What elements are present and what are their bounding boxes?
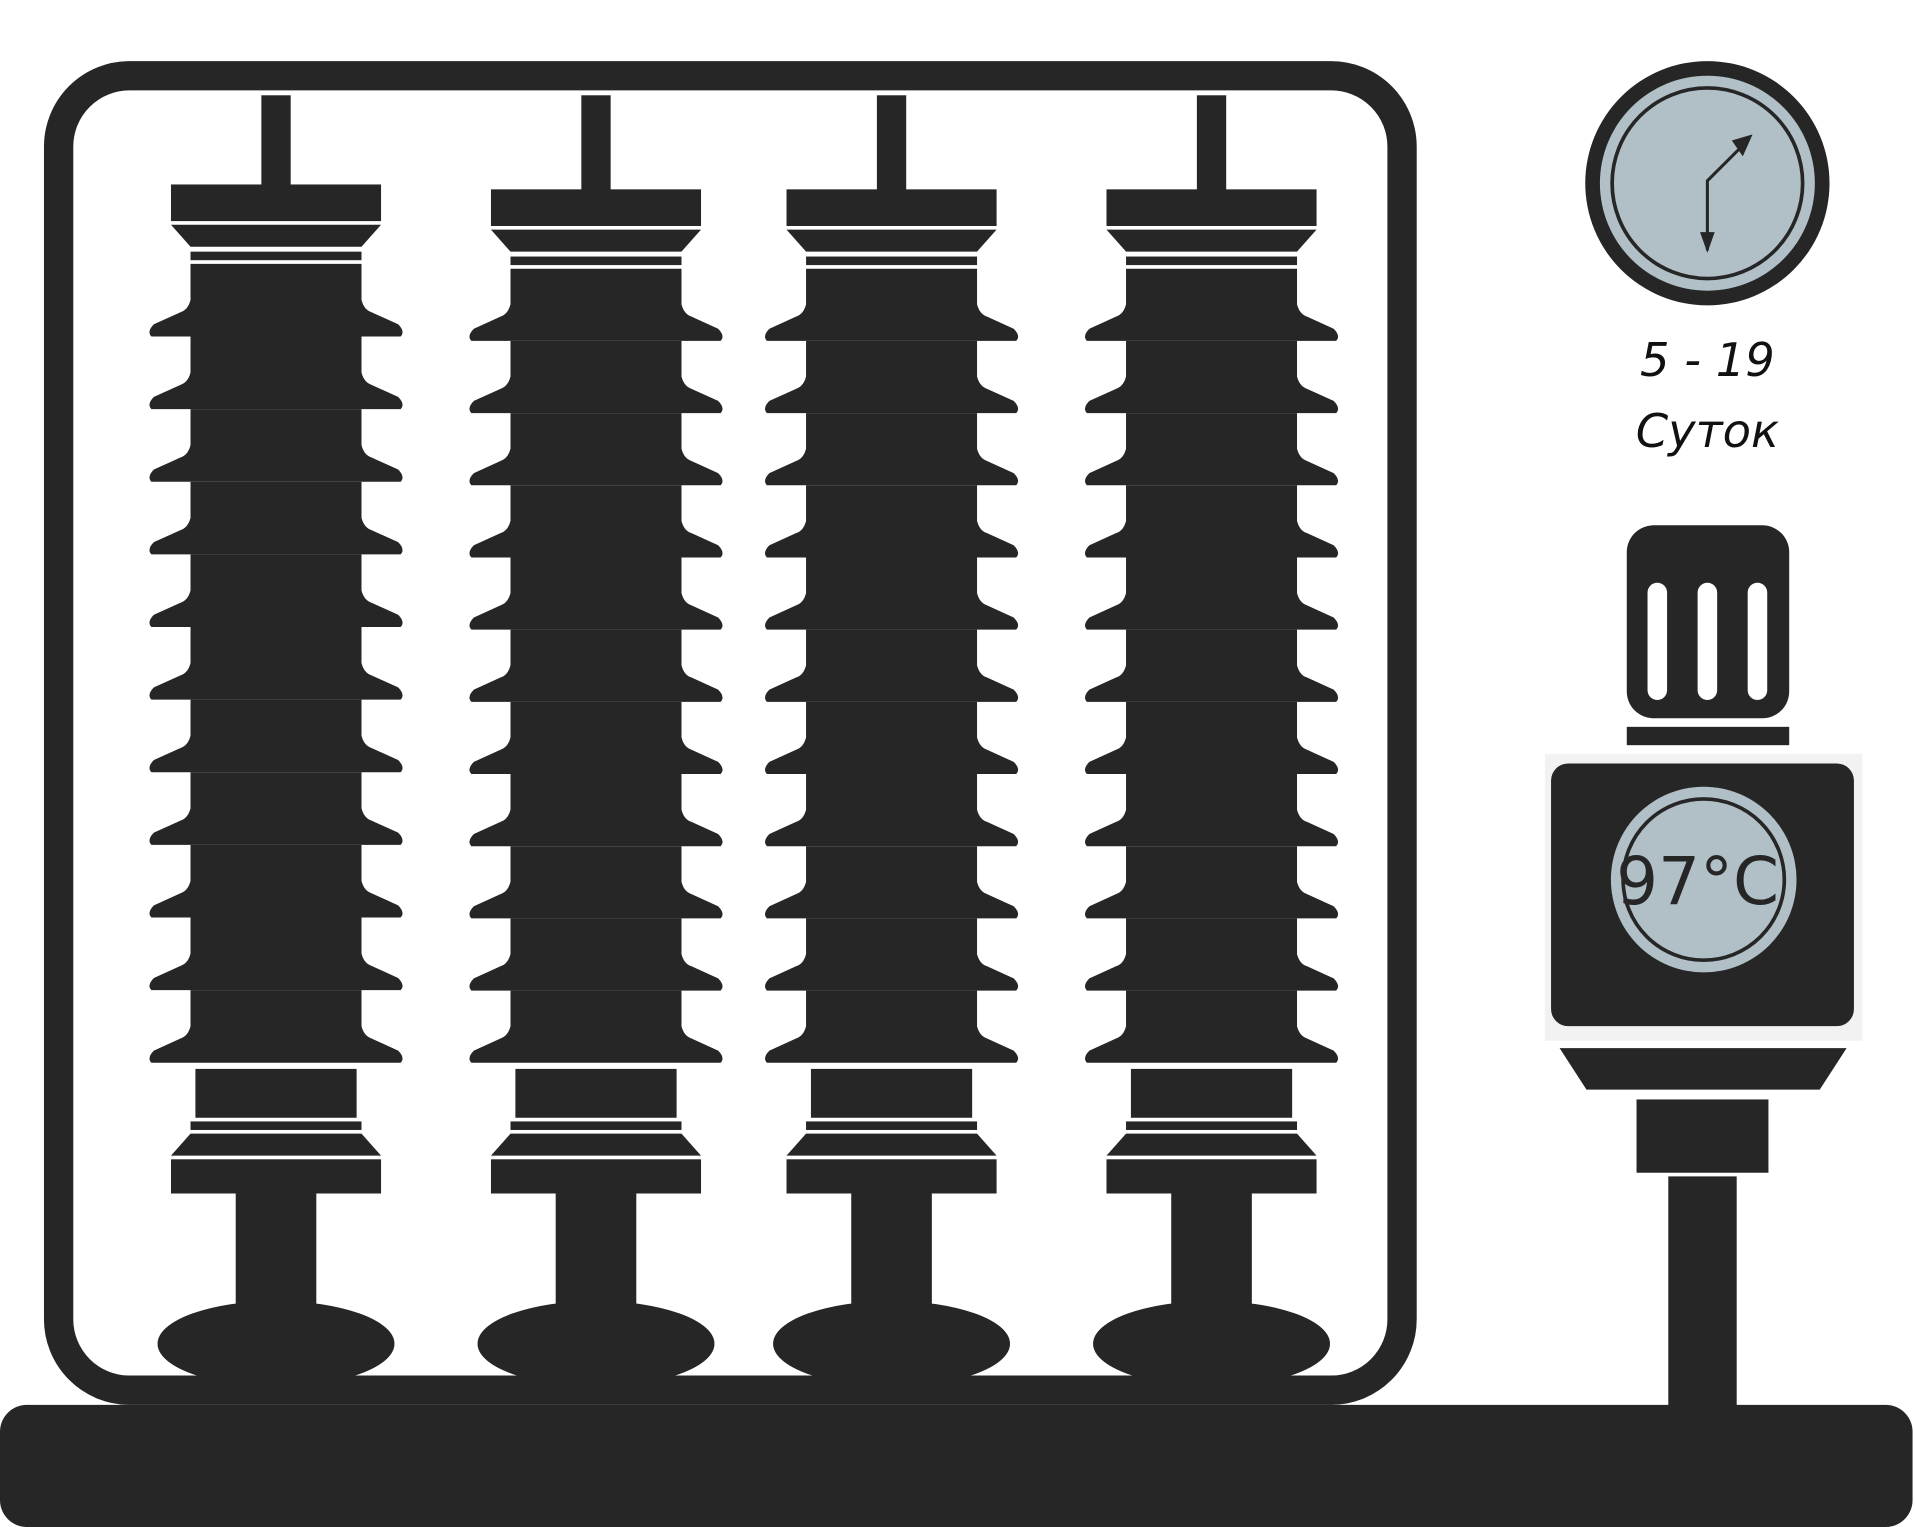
timer-range-label: 5 - 19 xyxy=(1640,333,1775,387)
insulator-stem-bottom xyxy=(555,1191,637,1308)
insulator-stem-bottom xyxy=(235,1191,317,1308)
insulator-foot xyxy=(773,1301,1011,1387)
timer-unit-label: Суток xyxy=(1636,404,1779,458)
insulator-shed xyxy=(469,485,723,558)
frame xyxy=(43,61,1417,1405)
insulator-bottom-body xyxy=(1130,1068,1293,1118)
insulator-shed xyxy=(1085,774,1339,847)
insulator-band xyxy=(510,256,682,266)
temperature-value: 97°C xyxy=(1616,843,1779,920)
insulator-shed xyxy=(765,485,1019,558)
insulator-shed xyxy=(1085,990,1339,1063)
insulator-stem-top xyxy=(581,95,611,194)
insulator-bottom-body xyxy=(515,1068,677,1118)
insulator-band xyxy=(806,256,978,266)
insulator-column xyxy=(765,95,1019,1387)
insulator-shed xyxy=(149,844,403,918)
insulator-column xyxy=(469,95,723,1387)
insulator-shed xyxy=(149,772,403,845)
insulator-band xyxy=(510,1121,682,1130)
insulator-bottom-flange xyxy=(1106,1133,1317,1156)
insulator-band xyxy=(190,1121,362,1130)
insulator-stem-top xyxy=(876,95,907,194)
insulator-shed xyxy=(1085,629,1339,702)
insulator-shed xyxy=(149,699,403,773)
insulator-shed xyxy=(469,629,723,702)
insulator-shed xyxy=(149,263,403,337)
insulator-column xyxy=(1085,95,1339,1387)
insulator-shed xyxy=(1085,268,1339,341)
insulator-band xyxy=(190,251,362,261)
insulator-shed xyxy=(469,340,723,414)
insulator-top-flange xyxy=(786,229,997,252)
insulator-shed xyxy=(765,629,1019,702)
insulator-shed xyxy=(149,917,403,991)
heater-icon xyxy=(1626,525,1790,746)
insulator-shed xyxy=(765,846,1019,919)
insulator-stem-bottom xyxy=(1171,1191,1252,1308)
insulator-bottom-body xyxy=(195,1068,357,1118)
insulator-top-flange xyxy=(1106,229,1317,252)
insulator-top-plate xyxy=(490,189,702,226)
insulator-foot xyxy=(477,1301,715,1387)
base-bar xyxy=(0,1404,1913,1527)
insulator-stem-top xyxy=(1196,95,1227,194)
insulator-bottom-flange xyxy=(170,1133,382,1156)
insulator-columns xyxy=(149,95,1339,1387)
insulator-stem-top xyxy=(261,95,291,189)
insulator-bottom-plate xyxy=(490,1159,702,1194)
insulator-bottom-plate xyxy=(170,1159,382,1194)
insulator-shed xyxy=(765,990,1019,1063)
insulator-band xyxy=(1126,1121,1298,1130)
insulator-shed xyxy=(765,340,1019,414)
insulator-shed xyxy=(469,413,723,486)
insulator-top-plate xyxy=(786,189,997,226)
insulator-shed xyxy=(469,701,723,775)
insulator-bottom-plate xyxy=(786,1159,997,1194)
insulator-band xyxy=(1126,256,1298,266)
insulator-shed xyxy=(1085,485,1339,558)
insulator-bottom-body xyxy=(810,1068,973,1118)
insulator-shed xyxy=(1085,340,1339,414)
insulator-shed xyxy=(1085,413,1339,486)
insulator-shed xyxy=(149,990,403,1063)
insulator-shed xyxy=(765,557,1019,630)
insulator-shed xyxy=(149,409,403,482)
clock-icon xyxy=(1585,61,1830,306)
insulator-foot xyxy=(1093,1301,1330,1387)
insulator-shed xyxy=(765,918,1019,991)
insulator-bottom-flange xyxy=(490,1133,702,1156)
insulator-stem-bottom xyxy=(851,1191,932,1308)
insulator-band xyxy=(806,1121,978,1130)
insulator-bottom-plate xyxy=(1106,1159,1317,1194)
insulator-shed xyxy=(469,918,723,991)
insulator-shed xyxy=(765,413,1019,486)
insulator-column xyxy=(149,95,403,1387)
insulator-shed xyxy=(469,774,723,847)
insulator-shed xyxy=(149,554,403,628)
insulator-shed xyxy=(149,336,403,410)
insulator-shed xyxy=(765,774,1019,847)
insulator-shed xyxy=(149,627,403,700)
insulator-top-flange xyxy=(490,229,702,252)
temperature-gauge-icon xyxy=(1544,753,1863,1409)
insulator-shed xyxy=(469,990,723,1063)
insulator-shed xyxy=(1085,701,1339,775)
insulator-shed xyxy=(149,481,403,555)
insulator-shed xyxy=(765,701,1019,775)
insulator-shed xyxy=(469,846,723,919)
insulator-shed xyxy=(1085,557,1339,630)
insulator-shed xyxy=(469,268,723,341)
insulator-shed xyxy=(1085,918,1339,991)
insulator-bottom-flange xyxy=(786,1133,997,1156)
insulator-shed xyxy=(469,557,723,630)
insulator-foot xyxy=(157,1301,395,1387)
insulator-top-plate xyxy=(170,184,382,222)
insulator-shed xyxy=(1085,846,1339,919)
insulator-shed xyxy=(765,268,1019,341)
insulator-top-plate xyxy=(1106,189,1317,226)
insulator-top-flange xyxy=(170,224,382,247)
